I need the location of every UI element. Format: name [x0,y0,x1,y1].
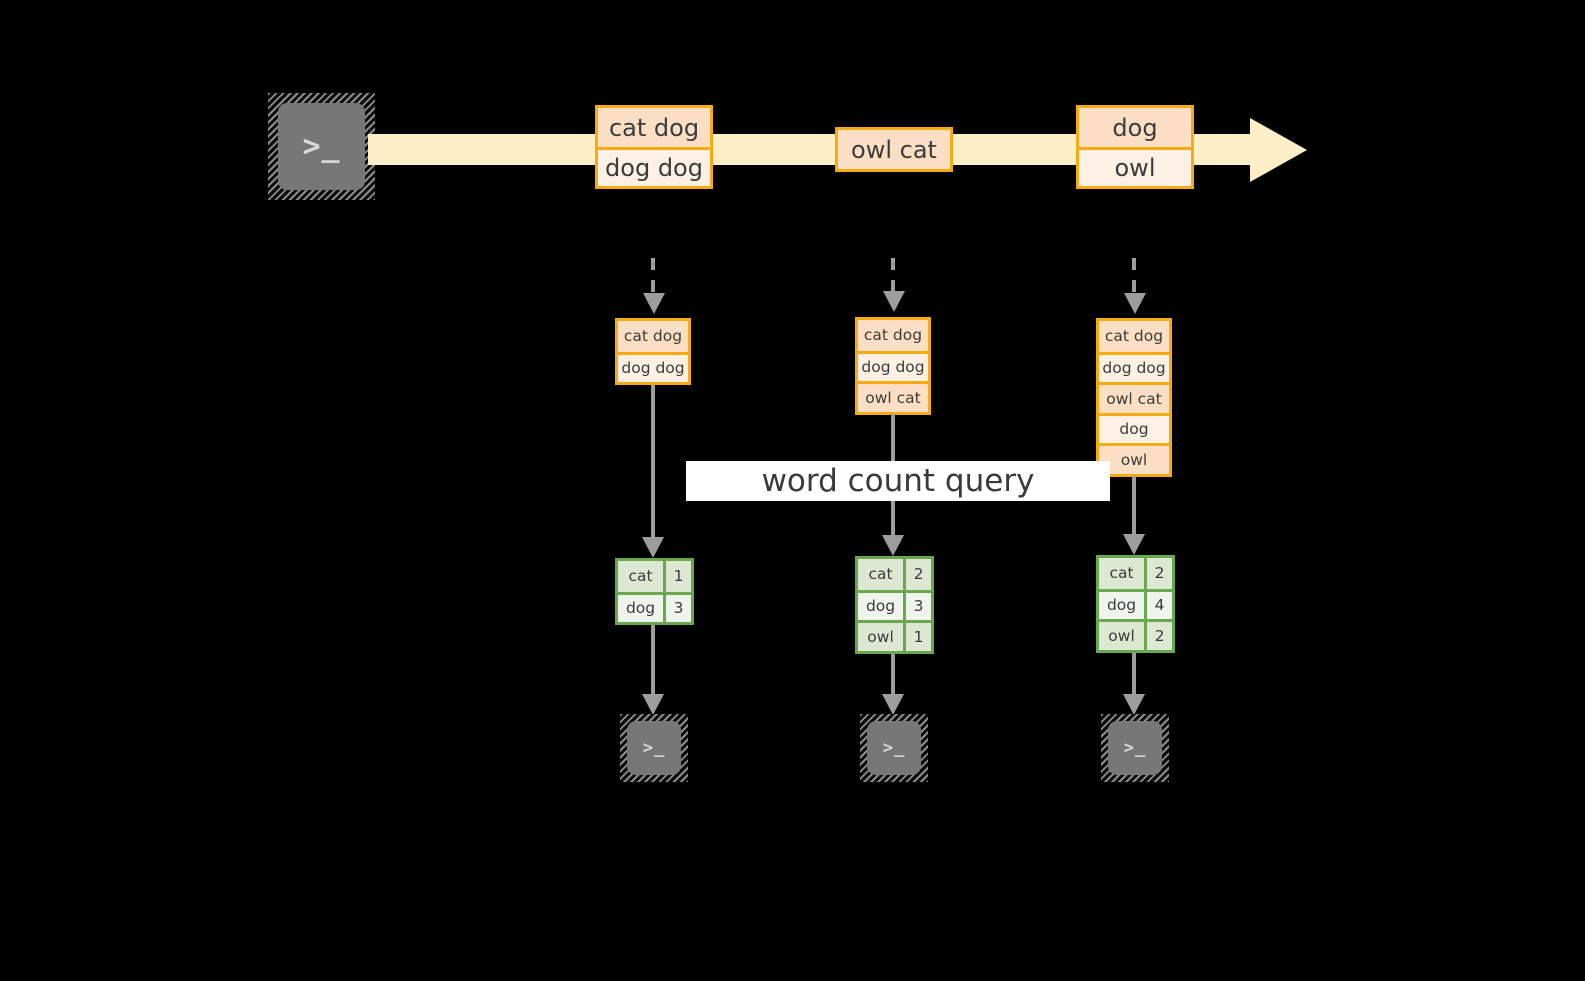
stack-row: owl cat [858,381,928,412]
snapshot-3-trigger-line [1132,258,1136,294]
stream-message-2: owl cat [835,127,953,172]
result-row: cat 2 [1099,558,1172,589]
snapshot-2-stack: cat dog dog dog owl cat [855,317,931,415]
snapshot-3-query-arrowhead [1123,534,1145,555]
stream-message-line: owl [1079,147,1191,186]
snapshot-1-trigger-arrowhead [643,293,665,314]
snapshot-1-results: cat 1 dog 3 [615,558,694,625]
snapshot-2-results: cat 2 dog 3 owl 1 [855,556,934,654]
result-row: owl 1 [858,620,931,651]
stack-row: dog dog [618,351,688,382]
result-count: 2 [1144,622,1172,650]
terminal-screen [867,721,921,775]
snapshot-2-trigger-line [891,258,895,292]
result-word: cat [858,559,904,590]
snapshot-2-sink-terminal-icon: >_ [860,714,928,782]
snapshot-3-sink-arrowhead [1123,694,1145,715]
stack-row: cat dog [618,321,688,352]
result-count: 2 [1144,558,1172,589]
terminal-prompt-glyph: >_ [302,128,341,164]
stack-row: cat dog [1099,321,1169,352]
stack-row: dog [1099,412,1169,443]
snapshot-1-trigger-line [651,258,655,294]
result-count: 1 [663,561,691,592]
snapshot-1-query-line [651,385,655,540]
result-count: 4 [1144,591,1172,619]
snapshot-1-query-arrowhead [642,537,664,558]
result-count: 3 [903,592,931,620]
terminal-prompt-glyph: >_ [882,737,906,758]
stack-row: dog dog [1099,351,1169,382]
terminal-screen [1108,721,1162,775]
result-row: dog 3 [618,591,691,622]
stream-message-line: owl cat [838,130,950,169]
snapshot-1-sink-arrowhead [642,694,664,715]
terminal-screen [627,721,681,775]
snapshot-2-sink-line [891,654,895,697]
snapshot-2-trigger-arrowhead [883,291,905,312]
result-row: owl 2 [1099,619,1172,650]
result-row: dog 4 [1099,588,1172,619]
stream-message-line: dog [1079,108,1191,147]
stream-message-1: cat dog dog dog [595,105,713,189]
stack-row: cat dog [858,320,928,351]
snapshot-3-sink-terminal-icon: >_ [1101,714,1169,782]
terminal-prompt-glyph: >_ [1123,737,1147,758]
result-word: owl [1099,622,1145,650]
snapshot-2-sink-arrowhead [882,694,904,715]
result-word: cat [618,561,664,592]
stream-arrowhead [1250,118,1307,182]
query-banner: word count query [686,461,1110,501]
result-row: dog 3 [858,589,931,620]
result-count: 2 [903,559,931,590]
snapshot-1-stack: cat dog dog dog [615,318,691,385]
result-count: 3 [663,594,691,622]
result-word: dog [1099,591,1145,619]
result-row: cat 2 [858,559,931,590]
stack-row: owl [1099,443,1169,474]
result-word: dog [618,594,664,622]
result-word: cat [1099,558,1145,589]
stack-row: dog dog [858,350,928,381]
stream-message-line: cat dog [598,108,710,147]
source-terminal-icon: >_ [268,93,375,200]
stream-message-line: dog dog [598,147,710,186]
snapshot-2-query-arrowhead [882,535,904,556]
result-count: 1 [903,623,931,651]
snapshot-1-sink-terminal-icon: >_ [620,714,688,782]
result-word: owl [858,623,904,651]
terminal-prompt-glyph: >_ [642,737,666,758]
result-word: dog [858,592,904,620]
snapshot-1-sink-line [651,625,655,697]
snapshot-3-trigger-arrowhead [1124,293,1146,314]
stack-row: owl cat [1099,382,1169,413]
snapshot-3-query-line [1132,476,1136,537]
snapshot-3-results: cat 2 dog 4 owl 2 [1096,555,1175,653]
result-row: cat 1 [618,561,691,592]
stream-message-3: dog owl [1076,105,1194,189]
snapshot-3-stack: cat dog dog dog owl cat dog owl [1096,318,1172,477]
terminal-screen [278,103,365,190]
snapshot-3-sink-line [1132,653,1136,697]
